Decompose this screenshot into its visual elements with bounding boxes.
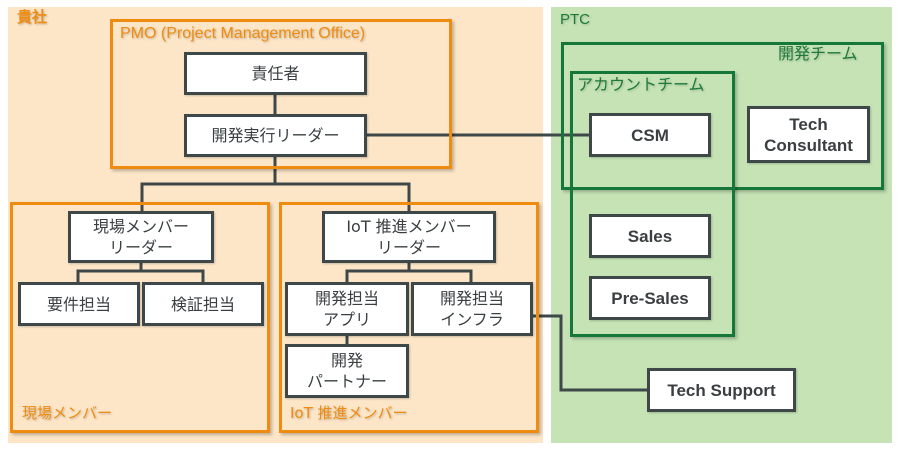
connector-infra-to-tech-support	[533, 314, 650, 392]
node-requirements-label: 要件担当	[46, 294, 111, 314]
node-dev-app[interactable]: 開発担当 アプリ	[285, 282, 409, 336]
pmo-group	[110, 19, 452, 169]
node-tech-consultant-line1: Tech	[789, 114, 828, 134]
connector-field-leader-children	[76, 263, 143, 284]
node-dev-infra-line2: インフラ	[440, 310, 504, 329]
node-iot-leader-line2: リーダー	[376, 238, 441, 257]
iot-members-group	[279, 202, 539, 433]
node-tech-support-label: Tech Support	[667, 380, 776, 400]
node-iot-leader-line1: IoT 推進メンバー	[346, 217, 472, 236]
node-dev-partner-line2: パートナー	[306, 372, 387, 391]
node-tech-consultant-line2: Consultant	[764, 135, 853, 155]
node-pre-sales[interactable]: Pre-Sales	[589, 276, 711, 320]
pmo-group-label: PMO (Project Management Office)	[120, 25, 366, 42]
node-iot-leader[interactable]: IoT 推進メンバー リーダー	[322, 211, 496, 263]
node-dev-exec-leader-label: 開発実行リーダー	[211, 126, 340, 145]
node-field-leader[interactable]: 現場メンバー リーダー	[68, 211, 214, 263]
node-sales-label: Sales	[627, 226, 673, 246]
node-csm[interactable]: CSM	[589, 113, 711, 157]
field-members-group	[10, 202, 270, 433]
node-responsible[interactable]: 責任者	[184, 52, 367, 95]
node-tech-consultant[interactable]: Tech Consultant	[747, 106, 870, 163]
company-region-label: 貴社	[17, 8, 48, 26]
node-csm-label: CSM	[631, 125, 669, 145]
node-tech-support[interactable]: Tech Support	[647, 368, 796, 412]
account-team-group-label: アカウントチーム	[577, 75, 705, 94]
node-dev-app-line2: アプリ	[322, 310, 371, 329]
node-sales[interactable]: Sales	[589, 214, 711, 258]
node-verification[interactable]: 検証担当	[142, 282, 264, 326]
node-dev-exec-leader[interactable]: 開発実行リーダー	[184, 114, 367, 157]
node-field-leader-line1: 現場メンバー	[92, 217, 189, 236]
node-pre-sales-label: Pre-Sales	[611, 288, 689, 308]
node-dev-infra-line1: 開発担当	[439, 289, 504, 308]
field-members-group-label: 現場メンバー	[22, 404, 113, 422]
node-dev-app-line1: 開発担当	[314, 289, 379, 308]
dev-team-group-label: 開発チーム	[778, 44, 858, 63]
iot-members-group-label: IoT 推進メンバー	[290, 404, 408, 422]
node-dev-partner-line1: 開発	[330, 351, 363, 370]
node-dev-infra[interactable]: 開発担当 インフラ	[411, 282, 533, 336]
node-requirements[interactable]: 要件担当	[18, 282, 140, 326]
ptc-region-label: PTC	[560, 11, 590, 28]
connector-leader-to-subgroups	[140, 156, 277, 212]
node-verification-label: 検証担当	[170, 294, 235, 314]
node-field-leader-line2: リーダー	[108, 238, 173, 257]
node-dev-partner[interactable]: 開発 パートナー	[285, 344, 409, 398]
connector-iot-leader-children	[345, 263, 411, 284]
dev-team-group	[561, 42, 884, 190]
connector-field-leader-verif	[141, 269, 205, 284]
connector-iot-leader-infra	[409, 269, 473, 284]
node-responsible-label: 責任者	[251, 64, 300, 83]
account-team-group	[570, 71, 735, 337]
